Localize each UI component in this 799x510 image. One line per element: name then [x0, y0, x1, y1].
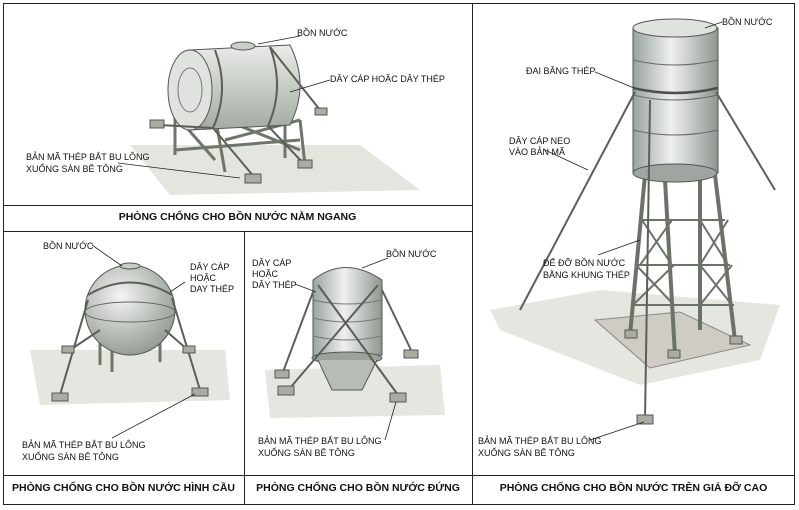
label-vertical-plate-line1: BẢN MÃ THÉP BẮT BU LÔNG — [258, 436, 382, 446]
label-horizontal-plate-line1: BẢN MÃ THÉP BẮT BU LÔNG — [26, 152, 150, 162]
caption-horizontal-tank: PHÒNG CHỐNG CHO BỒN NƯỚC NẰM NGANG — [118, 211, 357, 223]
caption-elevated-tank: PHÒNG CHỐNG CHO BỒN NƯỚC TRÊN GIÁ ĐỠ CAO — [499, 482, 768, 494]
label-vertical-plate-line2: XUỐNG SÀN BÊ TÔNG — [258, 448, 355, 458]
caption-rule-horizontal — [3, 205, 472, 206]
caption-rule-bottom-right — [472, 475, 795, 476]
ground-slab — [30, 350, 230, 405]
label-elevated-frame-line2: BẰNG KHUNG THÉP — [543, 270, 630, 280]
label-horizontal-cable: DÂY CÁP HOẶC DÂY THÉP — [330, 74, 445, 84]
label-vertical-cable-line2: HOẶC — [252, 269, 279, 279]
label-elevated-anchor-line2: VÀO BẢN MÃ — [509, 147, 566, 157]
label-vertical-cable-line3: DÂY THÉP — [252, 280, 297, 290]
label-horizontal-tank: BỒN NƯỚC — [297, 28, 348, 38]
spherical-tank-body — [84, 264, 176, 356]
vertical-tank-illustration — [265, 267, 445, 418]
label-spherical-plate-line2: XUỐNG SÀN BÊ TÔNG — [22, 452, 119, 462]
horizontal-tank-end — [167, 49, 213, 131]
label-vertical-cable-line1: DÂY CÁP — [252, 258, 292, 268]
vertical-tank-body — [312, 267, 383, 359]
label-spherical-cable-line2: HOẶC — [190, 273, 217, 283]
label-spherical-cable-line1: DÂY CÁP — [190, 262, 230, 272]
diagram-frame — [3, 3, 795, 505]
spherical-tank-illustration — [30, 262, 230, 405]
label-elevated-plate-line1: BẢN MÃ THÉP BẮT BU LÔNG — [478, 436, 602, 446]
ground-slab — [130, 145, 420, 195]
label-vertical-tank: BỒN NƯỚC — [386, 249, 437, 259]
elevated-tank-illustration — [490, 18, 780, 425]
caption-vertical-tank: PHÒNG CHỐNG CHO BỒN NƯỚC ĐỨNG — [256, 482, 460, 494]
label-spherical-cable-line3: DAY THÉP — [190, 284, 235, 294]
label-elevated-tank: BỒN NƯỚC — [722, 17, 773, 27]
label-elevated-band: ĐAI BĂNG THÉP — [526, 66, 596, 76]
divider-vertical-main — [472, 3, 473, 505]
label-spherical-plate-line1: BẢN MÃ THÉP BẮT BU LÔNG — [22, 440, 146, 450]
caption-rule-bottom-left — [3, 475, 472, 476]
horizontal-tank-illustration — [130, 41, 420, 195]
label-elevated-anchor-line1: DÂY CÁP NEO — [509, 136, 571, 146]
divider-vertical-bottom — [244, 231, 245, 505]
ground-slab — [265, 365, 445, 418]
label-horizontal-plate-line2: XUỐNG SÀN BÊ TÔNG — [26, 164, 123, 174]
label-elevated-plate-line2: XUỐNG SÀN BÊ TÔNG — [478, 448, 575, 458]
divider-horizontal-left — [3, 231, 472, 232]
caption-spherical-tank: PHÒNG CHỐNG CHO BỒN NƯỚC HÌNH CẦU — [11, 482, 235, 494]
label-spherical-tank: BỒN NƯỚC — [43, 241, 94, 251]
label-elevated-frame-line1: ĐẾ ĐỠ BỒN NƯỚC — [543, 258, 626, 268]
